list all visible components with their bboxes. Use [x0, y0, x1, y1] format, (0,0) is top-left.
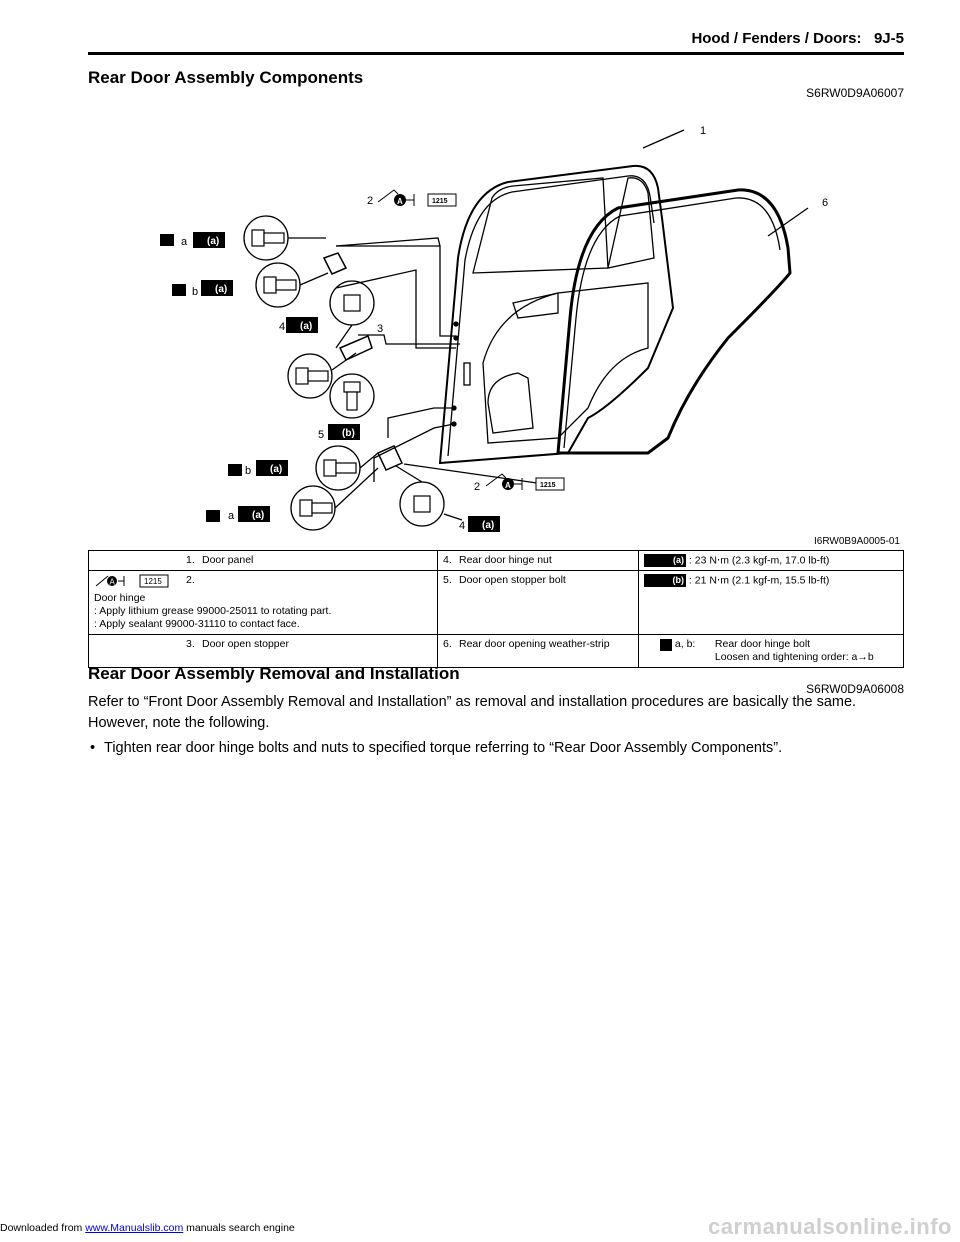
callout-3: 3	[377, 323, 383, 335]
torque-symbol: (b)	[644, 574, 686, 588]
callout-5: 5	[318, 429, 324, 441]
legend-cell: 4.Rear door hinge nut	[437, 549, 639, 572]
callout-a-bottom: a	[228, 510, 235, 522]
legend-cell: 1.Door panel	[88, 549, 438, 572]
svg-text:1215: 1215	[432, 198, 448, 205]
svg-text:A: A	[397, 197, 403, 206]
callout-1: 1	[700, 125, 706, 137]
callout-6: 6	[822, 197, 828, 209]
legend-cell: (a) : 23 N⋅m (2.3 kgf-m, 17.0 lb-ft)	[638, 549, 904, 572]
wrench-icon	[660, 638, 672, 651]
rear-door-diagram: 1 6 2 3 4 5 2 4 a b b a (a) (a) (a) (b) …	[160, 125, 900, 546]
legend-cell: 3.Door open stopper	[88, 634, 438, 669]
svg-text:A: A	[505, 481, 511, 490]
figure-id: I6RW0B9A0005-01	[814, 536, 900, 546]
section-title-removal: Rear Door Assembly Removal and Installat…	[88, 664, 460, 683]
svg-text:(a): (a)	[270, 464, 282, 475]
legend-table: 1.Door panel 4.Rear door hinge nut (a) :…	[88, 549, 904, 669]
body-paragraph: Refer to “Front Door Assembly Removal an…	[88, 694, 857, 731]
table-row: 3.Door open stopper 6.Rear door opening …	[88, 634, 904, 669]
svg-text:1215: 1215	[144, 577, 162, 586]
svg-text:(a): (a)	[482, 520, 494, 531]
page-header: Hood / Fenders / Doors: 9J-5	[88, 28, 904, 55]
callout-b-top: b	[192, 286, 198, 298]
section-title-components: Rear Door Assembly Components	[88, 68, 364, 87]
svg-text:(a): (a)	[252, 510, 264, 521]
callout-2-bottom: 2	[474, 481, 480, 493]
callout-b-bottom: b	[245, 465, 251, 477]
svg-text:(a): (a)	[207, 236, 219, 247]
watermark: carmanualsonline.info	[708, 1214, 952, 1239]
sealant-icon: A 1215	[94, 574, 186, 592]
header-title: Hood / Fenders / Doors: 9J-5	[691, 30, 904, 47]
footer-link[interactable]: www.Manualslib.com	[85, 1222, 184, 1234]
footer: Downloaded from www.Manualslib.com manua…	[0, 1222, 295, 1234]
bullet-item: •Tighten rear door hinge bolts and nuts …	[90, 740, 783, 756]
legend-cell: (b) : 21 N⋅m (2.1 kgf-m, 15.5 lb-ft)	[638, 570, 904, 636]
callout-2-top: 2	[367, 195, 373, 207]
section-code-components: S6RW0D9A06007	[806, 86, 904, 100]
section-code-removal: S6RW0D9A06008	[806, 682, 904, 696]
legend-cell: 6.Rear door opening weather-strip	[437, 634, 639, 669]
callout-4-top: 4	[279, 321, 285, 333]
callout-a-top: a	[181, 236, 188, 248]
callout-4-bottom: 4	[459, 520, 465, 532]
svg-text:(b): (b)	[342, 428, 355, 439]
table-row: 1.Door panel 4.Rear door hinge nut (a) :…	[88, 549, 904, 572]
svg-text:(a): (a)	[300, 321, 312, 332]
torque-symbol: (a)	[644, 554, 686, 567]
svg-text:A: A	[110, 578, 116, 587]
svg-text:(a): (a)	[215, 284, 227, 295]
page-number: 9J-5	[873, 30, 904, 47]
legend-cell: 5.Door open stopper bolt	[437, 570, 639, 636]
svg-text:1215: 1215	[540, 482, 556, 489]
